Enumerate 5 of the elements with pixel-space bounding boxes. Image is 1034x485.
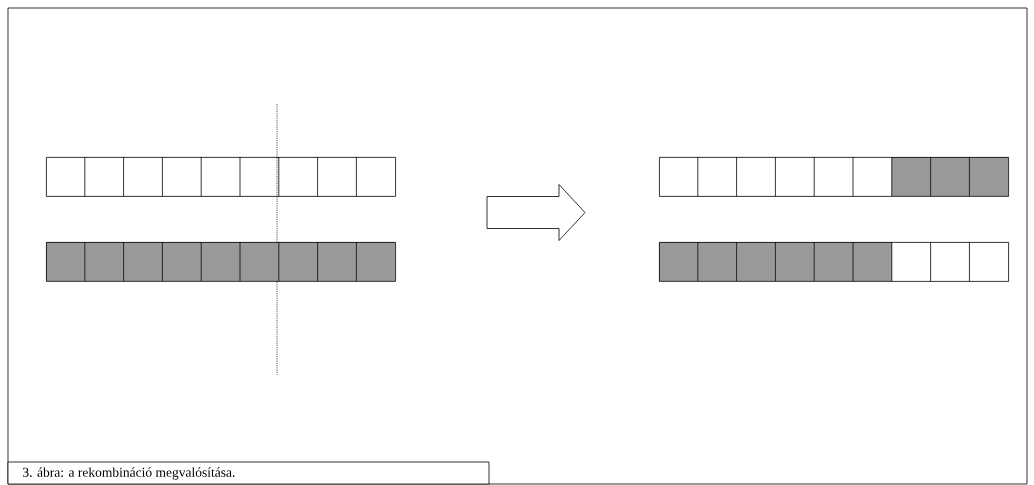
chromosome-bar <box>46 241 396 282</box>
caption-box: 3. ábra: a rekombináció megvalósítása. <box>7 461 490 485</box>
chromosome-bar <box>46 156 396 197</box>
chromosome-bar <box>659 156 1009 197</box>
chromosome-bar <box>659 241 1009 282</box>
